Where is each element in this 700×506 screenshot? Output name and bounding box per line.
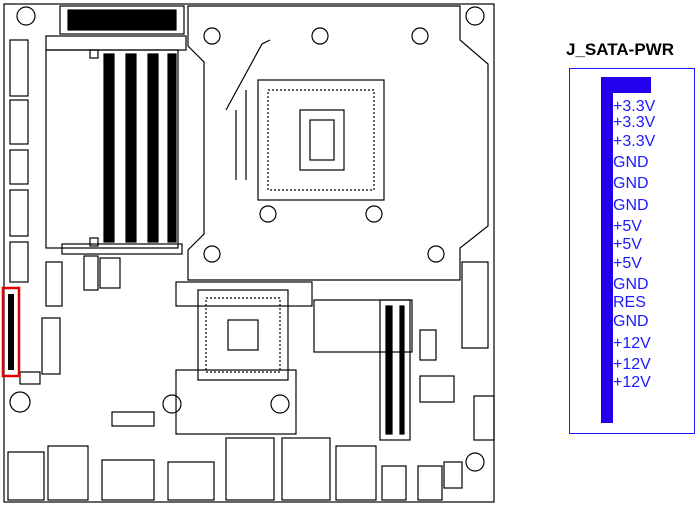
pin-label: GND [613,276,649,294]
connector-bar [601,77,613,423]
pin-label: GND [613,313,649,331]
chipset [175,281,313,381]
pin-label: GND [613,175,649,193]
pin-label: +3.3V [613,114,656,131]
pin-label: GND [613,196,649,214]
pin-label: +3.3V [613,98,656,115]
pin-label: +12V [613,355,651,373]
pin-label: +3.3V [613,133,656,150]
pin-label: +5V [613,254,642,272]
io-connectors [7,437,463,501]
top-slot [59,5,185,35]
pin-list: +3.3V +3.3V +3.3V GND GND GND +5V +5V +5… [613,99,655,391]
cpu-socket [187,5,489,281]
connector-title: J_SATA-PWR [566,40,674,59]
pin-label: +5V [613,217,642,235]
sata-power-header-highlight [1,286,21,378]
pin-label: +12V [613,334,651,352]
mounting-holes [9,6,485,472]
pin-label: RES [613,294,646,312]
left-headers [9,39,121,385]
pin-label: +12V [613,373,651,391]
board-outline [3,3,495,503]
pin-1-marker [601,77,651,93]
memory-slots [45,49,183,255]
pinout-box: +3.3V +3.3V +3.3V GND GND GND +5V +5V +5… [569,68,695,434]
pin-label: GND [613,154,649,172]
motherboard-diagram [1,3,495,503]
m2-slot [313,299,413,353]
pin-label: +5V [613,235,642,253]
